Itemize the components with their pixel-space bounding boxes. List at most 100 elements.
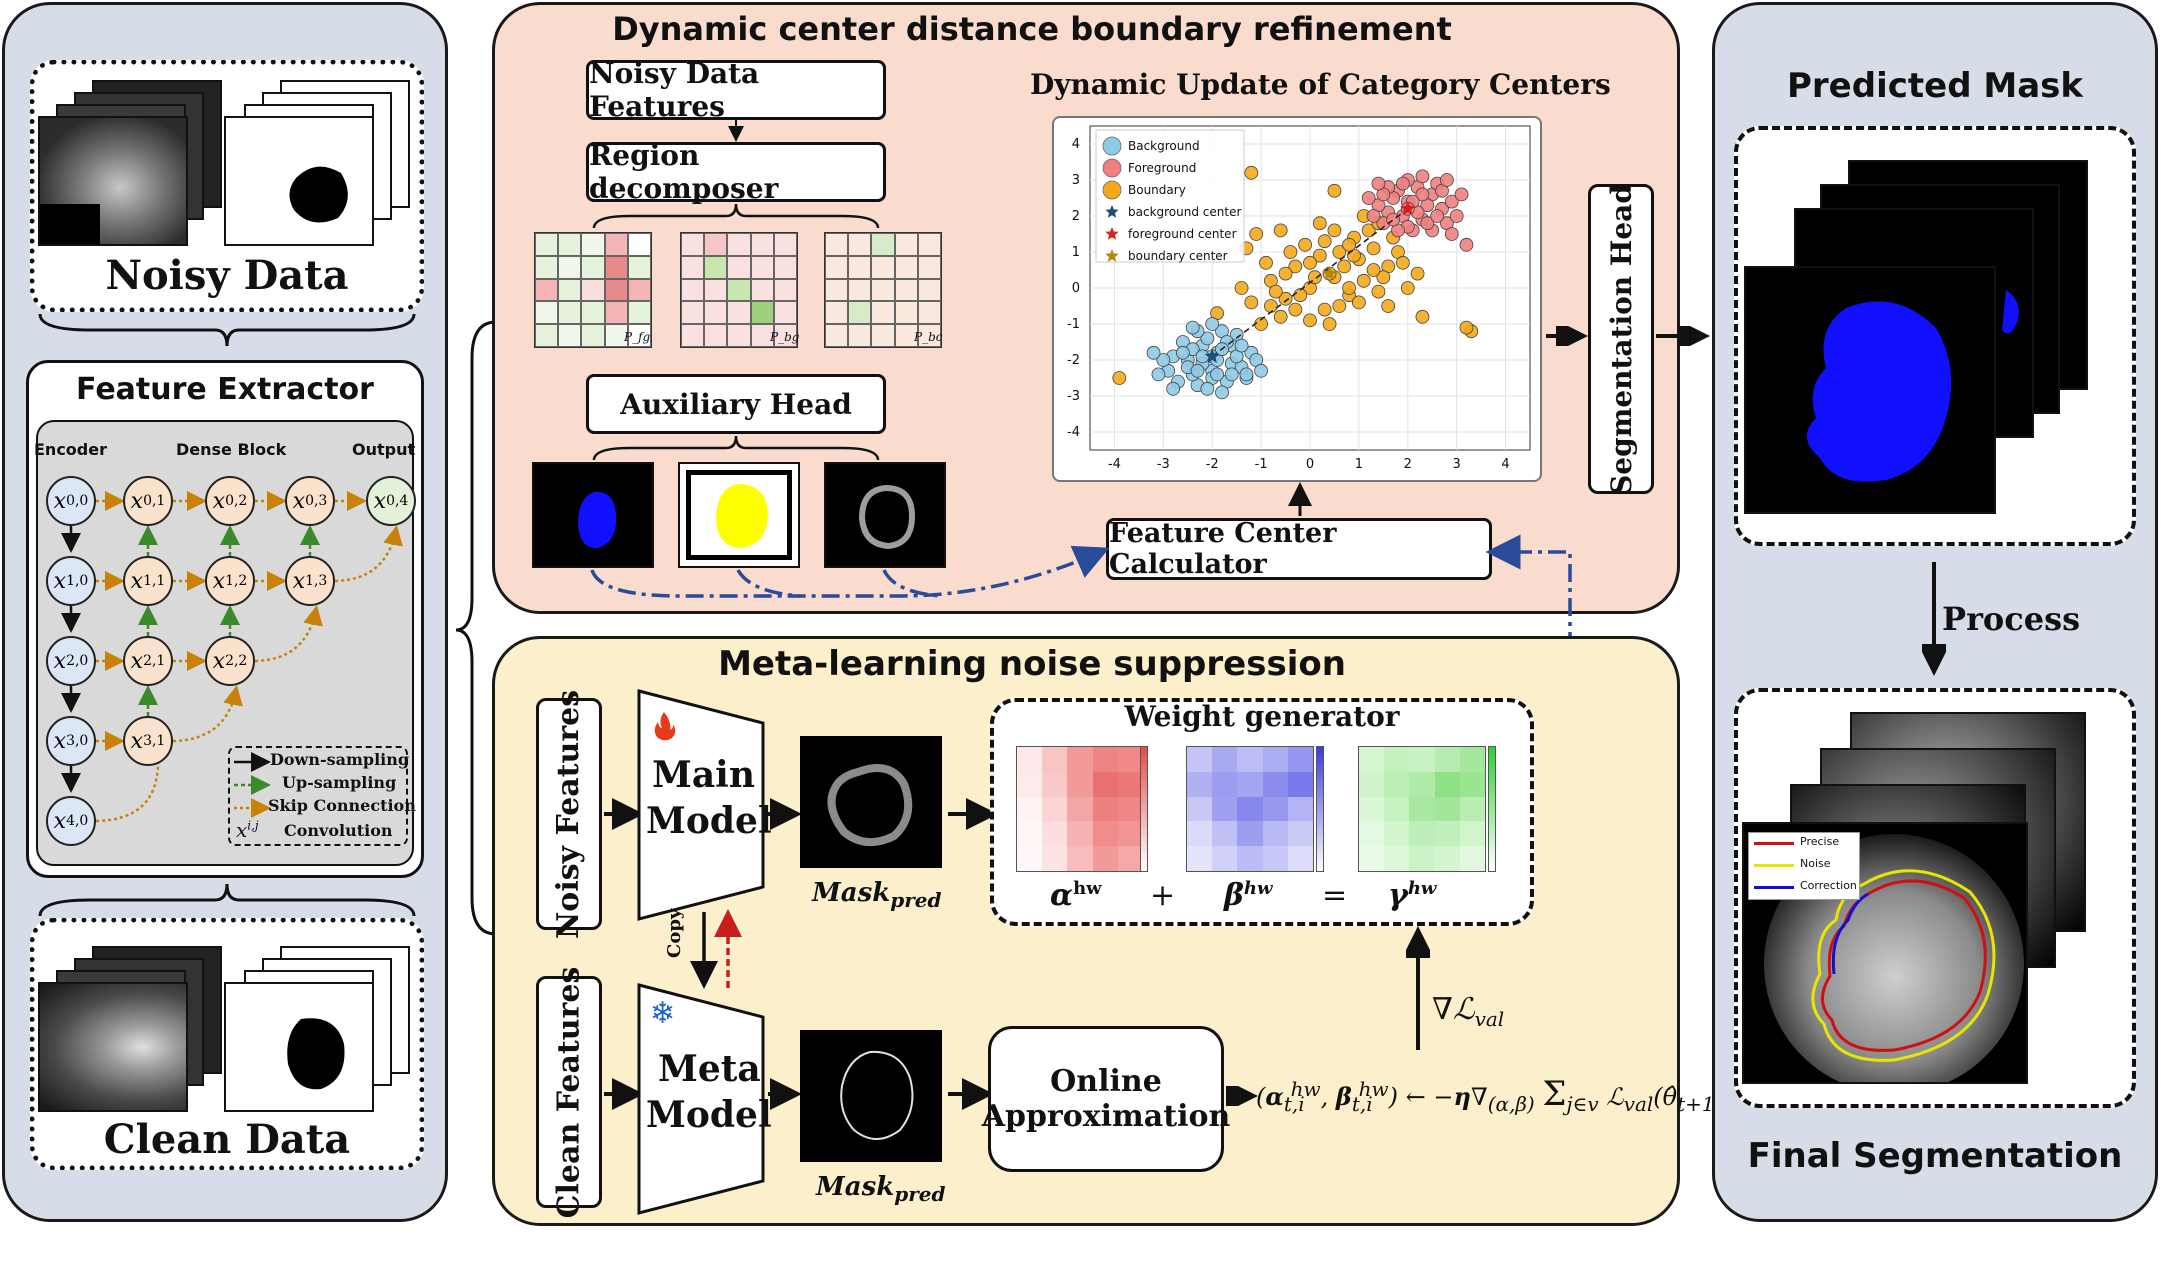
beta-colorbar (1316, 746, 1324, 872)
scatter-point-background (1175, 345, 1190, 360)
arrow-formula-wg (1406, 926, 1430, 1050)
unet-legend (228, 746, 408, 846)
legend-skip: Skip Connection (268, 796, 416, 815)
scatter-point-boundary (1244, 295, 1259, 310)
col-output: Output (352, 440, 416, 459)
boundary-ring (858, 484, 916, 550)
segmentation-head-box: Segmentation Head (1588, 184, 1654, 494)
y-tick-label: 1 (1072, 245, 1080, 260)
chart-legend-box (1095, 129, 1245, 263)
grid-bc-label: P_bc (914, 330, 943, 344)
scatter-point-boundary (1371, 284, 1386, 299)
legend-precise: Precise (1800, 835, 1840, 848)
scatter-point-foreground (1420, 216, 1435, 231)
gamma-label: γhw (1388, 878, 1437, 913)
scatter-point-background (1200, 381, 1215, 396)
gamma-heatmap (1358, 746, 1486, 872)
y-tick-label: 3 (1072, 173, 1080, 188)
main-model-label-1: Main (652, 754, 756, 796)
arrow-chart-seg (1546, 326, 1588, 346)
x-tick-label: -2 (1206, 457, 1219, 472)
copy-arrows (690, 909, 742, 989)
beta-label: βhw (1224, 878, 1273, 913)
brace-noisy (38, 313, 416, 347)
x-tick-label: 1 (1355, 457, 1363, 472)
scatter-point-boundary (1342, 237, 1357, 252)
scatter-point-boundary (1332, 245, 1347, 259)
scatter-point-background (1205, 317, 1220, 331)
scatter-point-boundary (1288, 259, 1303, 274)
x-tick-label: -3 (1157, 457, 1170, 472)
scatter-point-background (1190, 363, 1205, 378)
process-label: Process (1942, 600, 2081, 638)
y-tick-label: 2 (1072, 209, 1080, 224)
legend-noise: Noise (1800, 857, 1831, 870)
meta-model-trapezoid (637, 983, 765, 1215)
grid-fg (534, 232, 652, 348)
scatter-point-background (1239, 367, 1254, 382)
copy-label: Copy (664, 908, 685, 958)
black-corner (40, 204, 100, 244)
scatter-point-boundary (1317, 302, 1332, 317)
predicted-blob (1806, 301, 1952, 482)
alpha-label: αhw (1050, 878, 1102, 913)
region-decomposer-box: Region decomposer (586, 139, 886, 205)
scatter-point-boundary (1366, 241, 1381, 256)
yellow-blob (716, 484, 768, 548)
scatter-point-background (1185, 320, 1200, 335)
center-star (1204, 348, 1220, 363)
predicted-mask-title: Predicted Mask (1786, 66, 2083, 106)
scatter-point-background (1146, 345, 1161, 360)
brace-clean (38, 883, 416, 917)
scatter-point-boundary (1303, 255, 1317, 270)
scatter-point-boundary (1356, 273, 1371, 288)
scatter-point-boundary (1376, 270, 1391, 285)
scatter-point-boundary (1317, 234, 1332, 249)
scatter-point-background (1254, 363, 1269, 378)
scatter-point-boundary (1459, 320, 1474, 335)
scatter-point-background (1224, 367, 1239, 382)
brace-aux (592, 435, 880, 461)
scatter-point-foreground (1454, 187, 1469, 202)
legend-marker (1102, 180, 1122, 200)
scatter-point-boundary (1337, 259, 1352, 274)
online-label-2: Approximation (981, 1099, 1231, 1134)
scatter-point-boundary (1342, 281, 1357, 295)
legend-star (1105, 205, 1119, 218)
pred-stack-blob (2002, 290, 2019, 334)
col-dense-block: Dense Block (176, 440, 287, 459)
y-tick-label: -4 (1067, 425, 1080, 440)
scatter-point-boundary (1322, 317, 1337, 331)
y-tick-label: -1 (1067, 317, 1080, 332)
scatter-point-boundary (1278, 266, 1293, 281)
online-label-1: Online (1050, 1064, 1162, 1099)
legend-correction: Correction (1800, 879, 1857, 892)
scatter-point-background (1151, 367, 1166, 382)
weight-generator-title: Weight generator (1124, 700, 1400, 733)
background-border (686, 470, 792, 560)
scatter-point-foreground (1444, 227, 1459, 241)
scatter-point-boundary (1366, 263, 1381, 277)
noisy-features-box: Noisy Features (536, 689, 602, 939)
scatter-point-boundary (1400, 281, 1415, 295)
scatter-point-boundary (1303, 313, 1317, 328)
meta-mask-pred (800, 1030, 942, 1162)
auxiliary-head-box: Auxiliary Head (586, 374, 886, 434)
legend-noise-swatch (1754, 864, 1794, 867)
x-tick-label: 0 (1306, 457, 1314, 472)
scatter-point-foreground (1415, 169, 1430, 184)
y-tick-label: -3 (1067, 389, 1080, 404)
meta-model-label-2: Model (646, 1094, 772, 1136)
legend-down: Down-sampling (270, 750, 410, 769)
grid-fg-label: P_fg (624, 330, 651, 344)
scatter-point-background (1215, 385, 1229, 400)
y-tick-label: 0 (1072, 281, 1080, 296)
clean-mask-shape (287, 1018, 345, 1090)
arrow-nf-rd (728, 120, 744, 142)
legend-star (1105, 227, 1119, 240)
